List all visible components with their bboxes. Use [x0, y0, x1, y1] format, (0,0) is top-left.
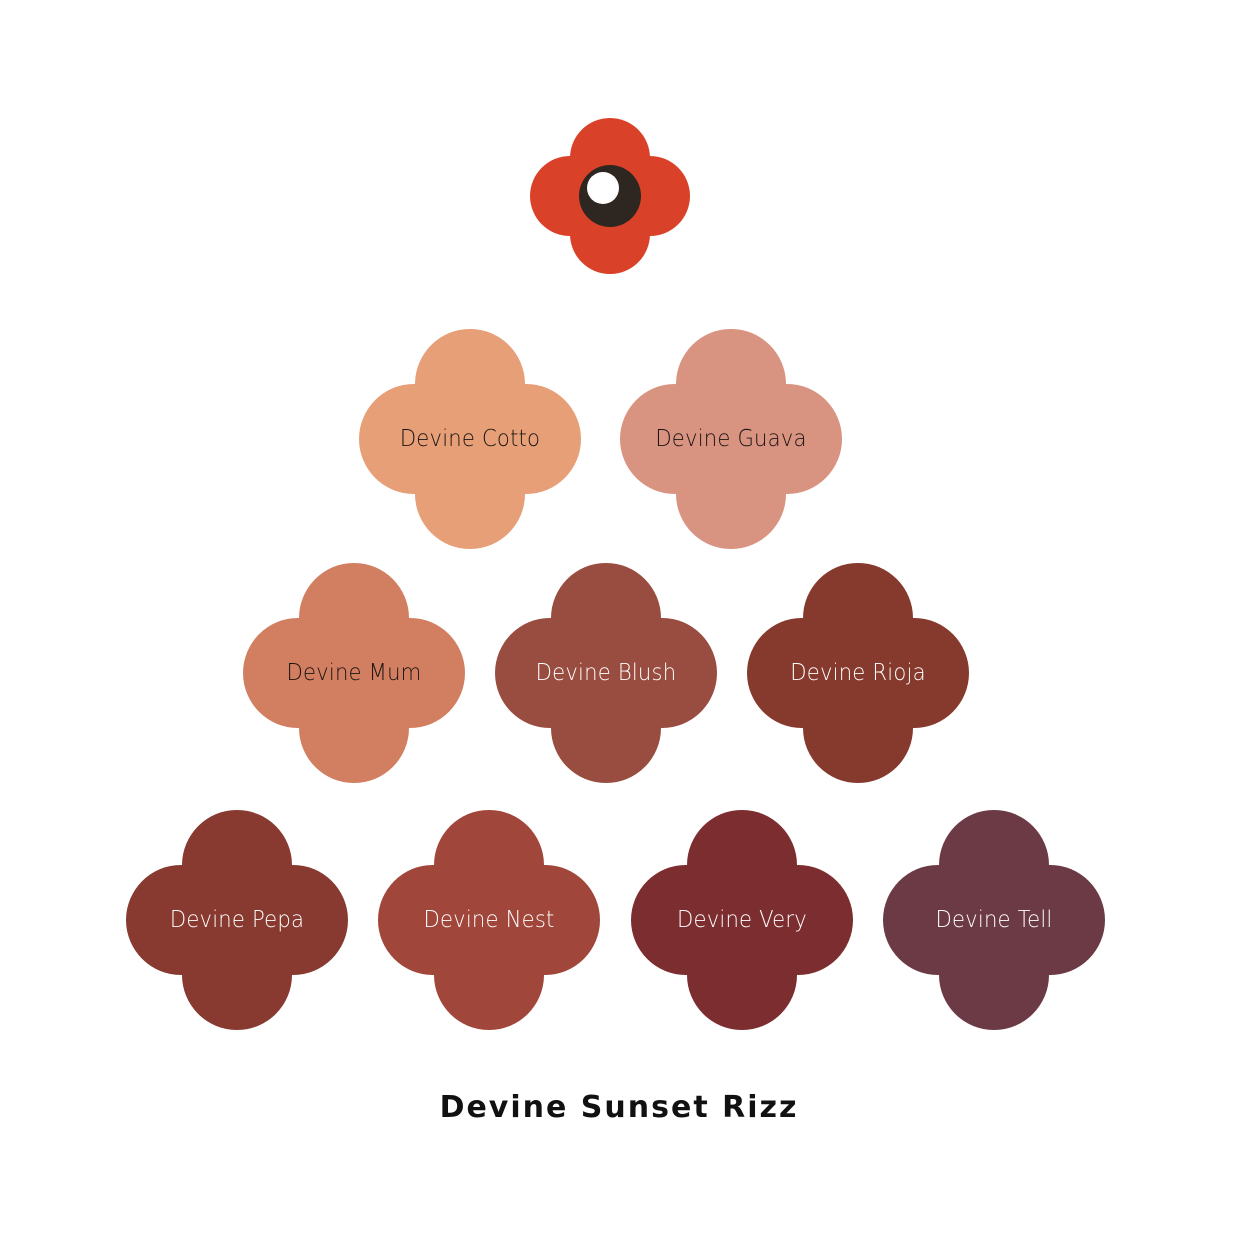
quatrefoil-shape	[631, 810, 853, 1030]
swatch-guava: Devine Guava	[620, 329, 842, 549]
swatch-pepa: Devine Pepa	[126, 810, 348, 1030]
swatch-very: Devine Very	[631, 810, 853, 1030]
quatrefoil-core	[550, 618, 662, 728]
quatrefoil-fill	[359, 329, 581, 549]
quatrefoil-shape	[620, 329, 842, 549]
quatrefoil-shape	[126, 810, 348, 1030]
swatch-tell: Devine Tell	[883, 810, 1105, 1030]
quatrefoil-fill	[883, 810, 1105, 1030]
quatrefoil-fill	[495, 563, 717, 783]
quatrefoil-core	[298, 618, 410, 728]
quatrefoil-fill	[631, 810, 853, 1030]
quatrefoil-shape	[495, 563, 717, 783]
swatch-label: Devine Very	[677, 907, 807, 933]
quatrefoil-core	[414, 384, 526, 494]
quatrefoil-core	[802, 618, 914, 728]
swatch-rioja: Devine Rioja	[747, 563, 969, 783]
quatrefoil-fill	[620, 329, 842, 549]
swatch-label: Devine Cotto	[399, 426, 541, 452]
quatrefoil-shape	[359, 329, 581, 549]
swatch-label: Devine Pepa	[169, 907, 305, 933]
quatrefoil-shape	[378, 810, 600, 1030]
quatrefoil-shape	[883, 810, 1105, 1030]
poppy-flower-icon	[530, 118, 690, 274]
swatch-blush: Devine Blush	[495, 563, 717, 783]
logo-highlight	[587, 172, 619, 204]
swatch-mum: Devine Mum	[243, 563, 465, 783]
palette-title: Devine Sunset Rizz	[439, 1090, 799, 1125]
quatrefoil-core	[938, 865, 1050, 975]
quatrefoil-fill	[378, 810, 600, 1030]
quatrefoil-fill	[747, 563, 969, 783]
poppy-logo	[530, 118, 690, 274]
quatrefoil-shape	[747, 563, 969, 783]
swatch-cotto: Devine Cotto	[359, 329, 581, 549]
quatrefoil-shape	[243, 563, 465, 783]
quatrefoil-core	[675, 384, 787, 494]
swatch-label: Devine Blush	[535, 660, 677, 686]
quatrefoil-core	[686, 865, 798, 975]
swatch-label: Devine Nest	[423, 907, 555, 933]
swatch-label: Devine Mum	[286, 660, 422, 686]
quatrefoil-fill	[243, 563, 465, 783]
quatrefoil-core	[181, 865, 293, 975]
swatch-label: Devine Tell	[935, 907, 1053, 933]
swatch-nest: Devine Nest	[378, 810, 600, 1030]
quatrefoil-fill	[126, 810, 348, 1030]
quatrefoil-core	[433, 865, 545, 975]
swatch-label: Devine Rioja	[790, 660, 926, 686]
swatch-label: Devine Guava	[655, 426, 807, 452]
